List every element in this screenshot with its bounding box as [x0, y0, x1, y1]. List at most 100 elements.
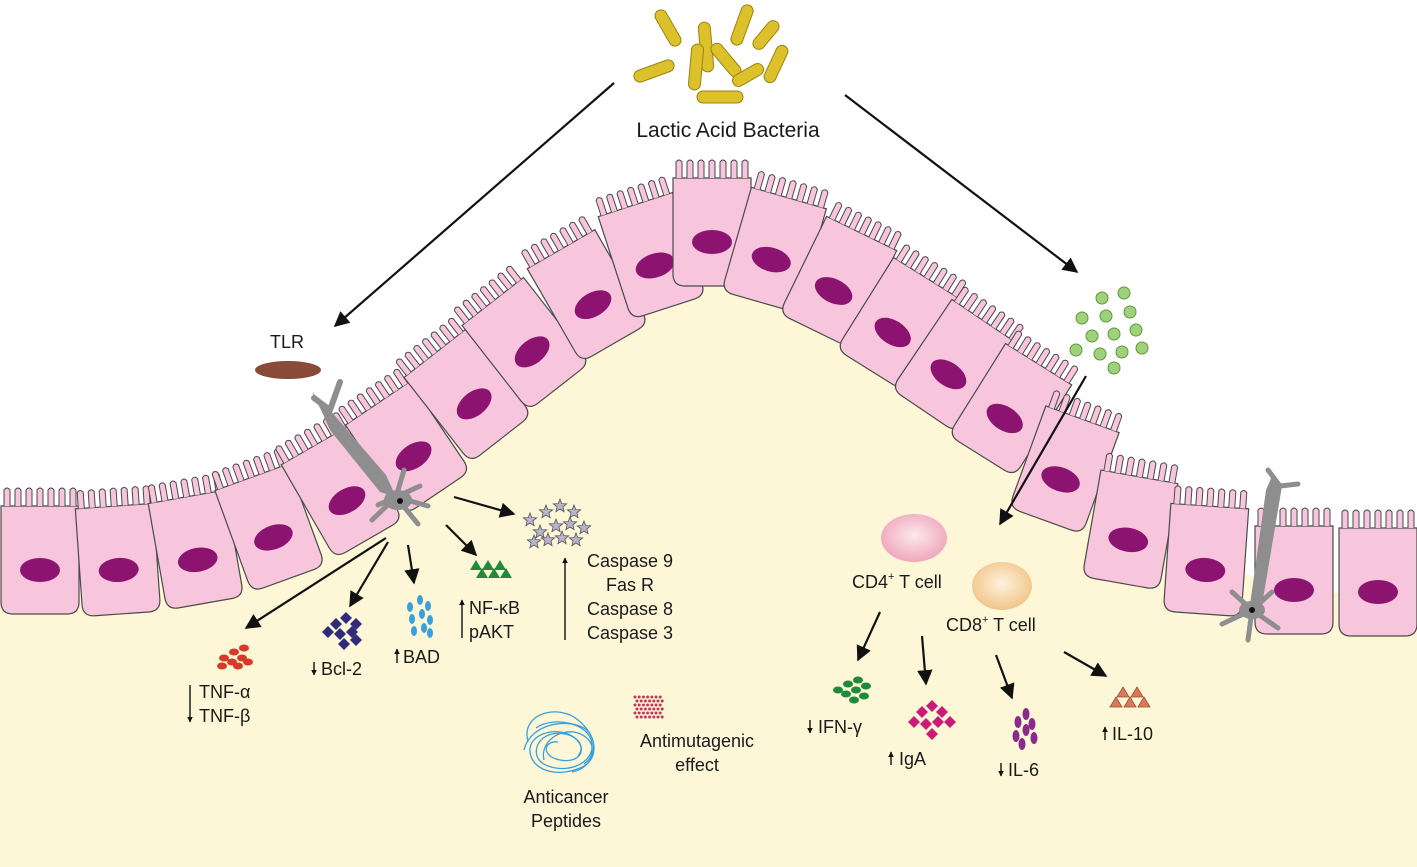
- arrow-to-bad: [404, 544, 420, 585]
- metabolite-dot: [1107, 361, 1121, 375]
- bad-icon: [407, 595, 433, 638]
- cell-nucleus: [1108, 527, 1149, 553]
- epithelial-cell: [0, 487, 80, 615]
- pakt-label: pAKT: [469, 622, 514, 642]
- caspase-star: [532, 523, 548, 539]
- caspase3-label: Caspase 3: [587, 623, 673, 643]
- antimutagenic-dot: [650, 711, 654, 715]
- antimutagenic-dot: [648, 699, 652, 703]
- tnf-alpha-label: TNF-α: [199, 682, 250, 702]
- cd8-t-cell-icon: [972, 562, 1032, 610]
- antimutagenic-dot: [650, 695, 654, 699]
- bcl2-label: Bcl-2: [321, 659, 362, 679]
- antimutagenic-dot: [660, 699, 664, 703]
- caspase-stars-icon: [522, 497, 592, 549]
- epithelial-cell: [894, 286, 1024, 430]
- cell-nucleus: [814, 277, 853, 305]
- cell-nucleus: [98, 557, 139, 583]
- caspase-star: [554, 529, 570, 545]
- nfkb-label: NF-κB: [469, 598, 520, 618]
- cd8-label-prefix: CD8: [946, 615, 982, 635]
- cell-nucleus: [574, 290, 612, 320]
- antimutagenic-dot: [650, 703, 654, 707]
- cell-nucleus: [1185, 557, 1226, 583]
- antimutagenic-dot: [643, 707, 647, 711]
- arrow-to-nfkb: [445, 524, 478, 557]
- epithelial-cell-layer: [0, 159, 1417, 637]
- tlr-label: TLR: [270, 332, 304, 352]
- epithelial-cell: [338, 368, 468, 512]
- antimutagenic-dot: [646, 711, 650, 715]
- antimutagenic-line1: Antimutagenic: [640, 731, 754, 751]
- arrow-bacteria-to-tlr: [333, 82, 615, 328]
- metabolite-dot: [1075, 311, 1089, 325]
- metabolite-dot: [1135, 341, 1149, 355]
- metabolite-dot: [1093, 347, 1107, 361]
- arrow-to-ifn: [856, 611, 881, 662]
- cd4-label-suffix: T cell: [894, 572, 941, 592]
- il6-label: IL-6: [1008, 760, 1039, 780]
- ifn-gamma-icon: [833, 676, 871, 704]
- anticancer-line2: Peptides: [531, 811, 601, 831]
- antimutagenic-dot: [648, 715, 652, 719]
- epithelial-cell: [1338, 509, 1417, 637]
- caspase-star: [548, 517, 564, 533]
- cd8-label: CD8+ T cell: [946, 614, 1036, 635]
- ifn-gamma-label: IFN-γ: [818, 717, 862, 737]
- bacterial-metabolites-icon: [1069, 286, 1149, 375]
- epithelial-cell: [275, 412, 400, 556]
- metabolite-dot: [1129, 323, 1143, 337]
- antimutagenic-dot: [637, 703, 641, 707]
- tnf-cytokine-icon: [217, 644, 253, 670]
- fasr-label: Fas R: [606, 575, 654, 595]
- cell-nucleus: [1041, 466, 1080, 493]
- cell-nucleus: [254, 524, 293, 551]
- anticancer-line1: Anticancer: [523, 787, 608, 807]
- epithelial-cell: [1011, 390, 1123, 532]
- antimutagenic-dot: [658, 703, 662, 707]
- caspase-star: [538, 503, 554, 519]
- cell-nucleus: [635, 252, 675, 279]
- antimutagenic-line2: effect: [675, 755, 719, 775]
- antimutagenic-dot: [660, 707, 664, 711]
- arrow-to-iga: [917, 635, 933, 686]
- antimutagenic-dot: [660, 715, 664, 719]
- cell-nucleus: [986, 403, 1023, 434]
- metabolite-dot: [1095, 291, 1109, 305]
- arrow-to-il6: [994, 654, 1015, 700]
- antimutagenic-dot: [639, 715, 643, 719]
- antimutagenic-dot: [641, 711, 645, 715]
- caspase-star: [552, 497, 568, 513]
- epithelial-cell: [782, 202, 902, 345]
- antimutagenic-dot: [656, 699, 660, 703]
- nfkb-icon: [470, 560, 512, 578]
- dendritic-cell-left-icon: [311, 379, 431, 527]
- antimutagenic-dot: [641, 703, 645, 707]
- caspase-star: [540, 531, 556, 547]
- antimutagenic-dot: [646, 695, 650, 699]
- epithelial-cell: [147, 472, 243, 609]
- bacteria-label: Lactic Acid Bacteria: [636, 119, 820, 142]
- lactic-acid-bacteria-icon: [633, 4, 789, 104]
- cd4-label-sup: +: [888, 571, 894, 583]
- tlr-receptor-icon: [255, 361, 321, 379]
- cd4-label-prefix: CD4: [852, 572, 888, 592]
- antimutagenic-dot: [646, 703, 650, 707]
- arrow-to-tnf: [244, 537, 387, 629]
- arrow-to-caspases: [453, 495, 516, 518]
- arrow-metabolites-to-tcells: [999, 375, 1087, 526]
- metabolite-dot: [1099, 309, 1113, 323]
- antimutagenic-dot: [652, 707, 656, 711]
- epithelial-cell: [454, 265, 587, 407]
- anticancer-peptides-icon: [523, 711, 595, 773]
- antimutagenic-dot: [643, 715, 647, 719]
- antimutagenic-icon: [633, 695, 664, 719]
- arrow-bacteria-to-metabolites: [844, 94, 1079, 273]
- antimutagenic-dot: [652, 699, 656, 703]
- metabolite-dot: [1069, 343, 1083, 357]
- epithelial-cell: [1254, 507, 1334, 635]
- antimutagenic-dot: [658, 711, 662, 715]
- cell-nucleus: [1358, 580, 1398, 604]
- cd8-label-suffix: T cell: [988, 615, 1035, 635]
- tnf-beta-label: TNF-β: [199, 706, 250, 726]
